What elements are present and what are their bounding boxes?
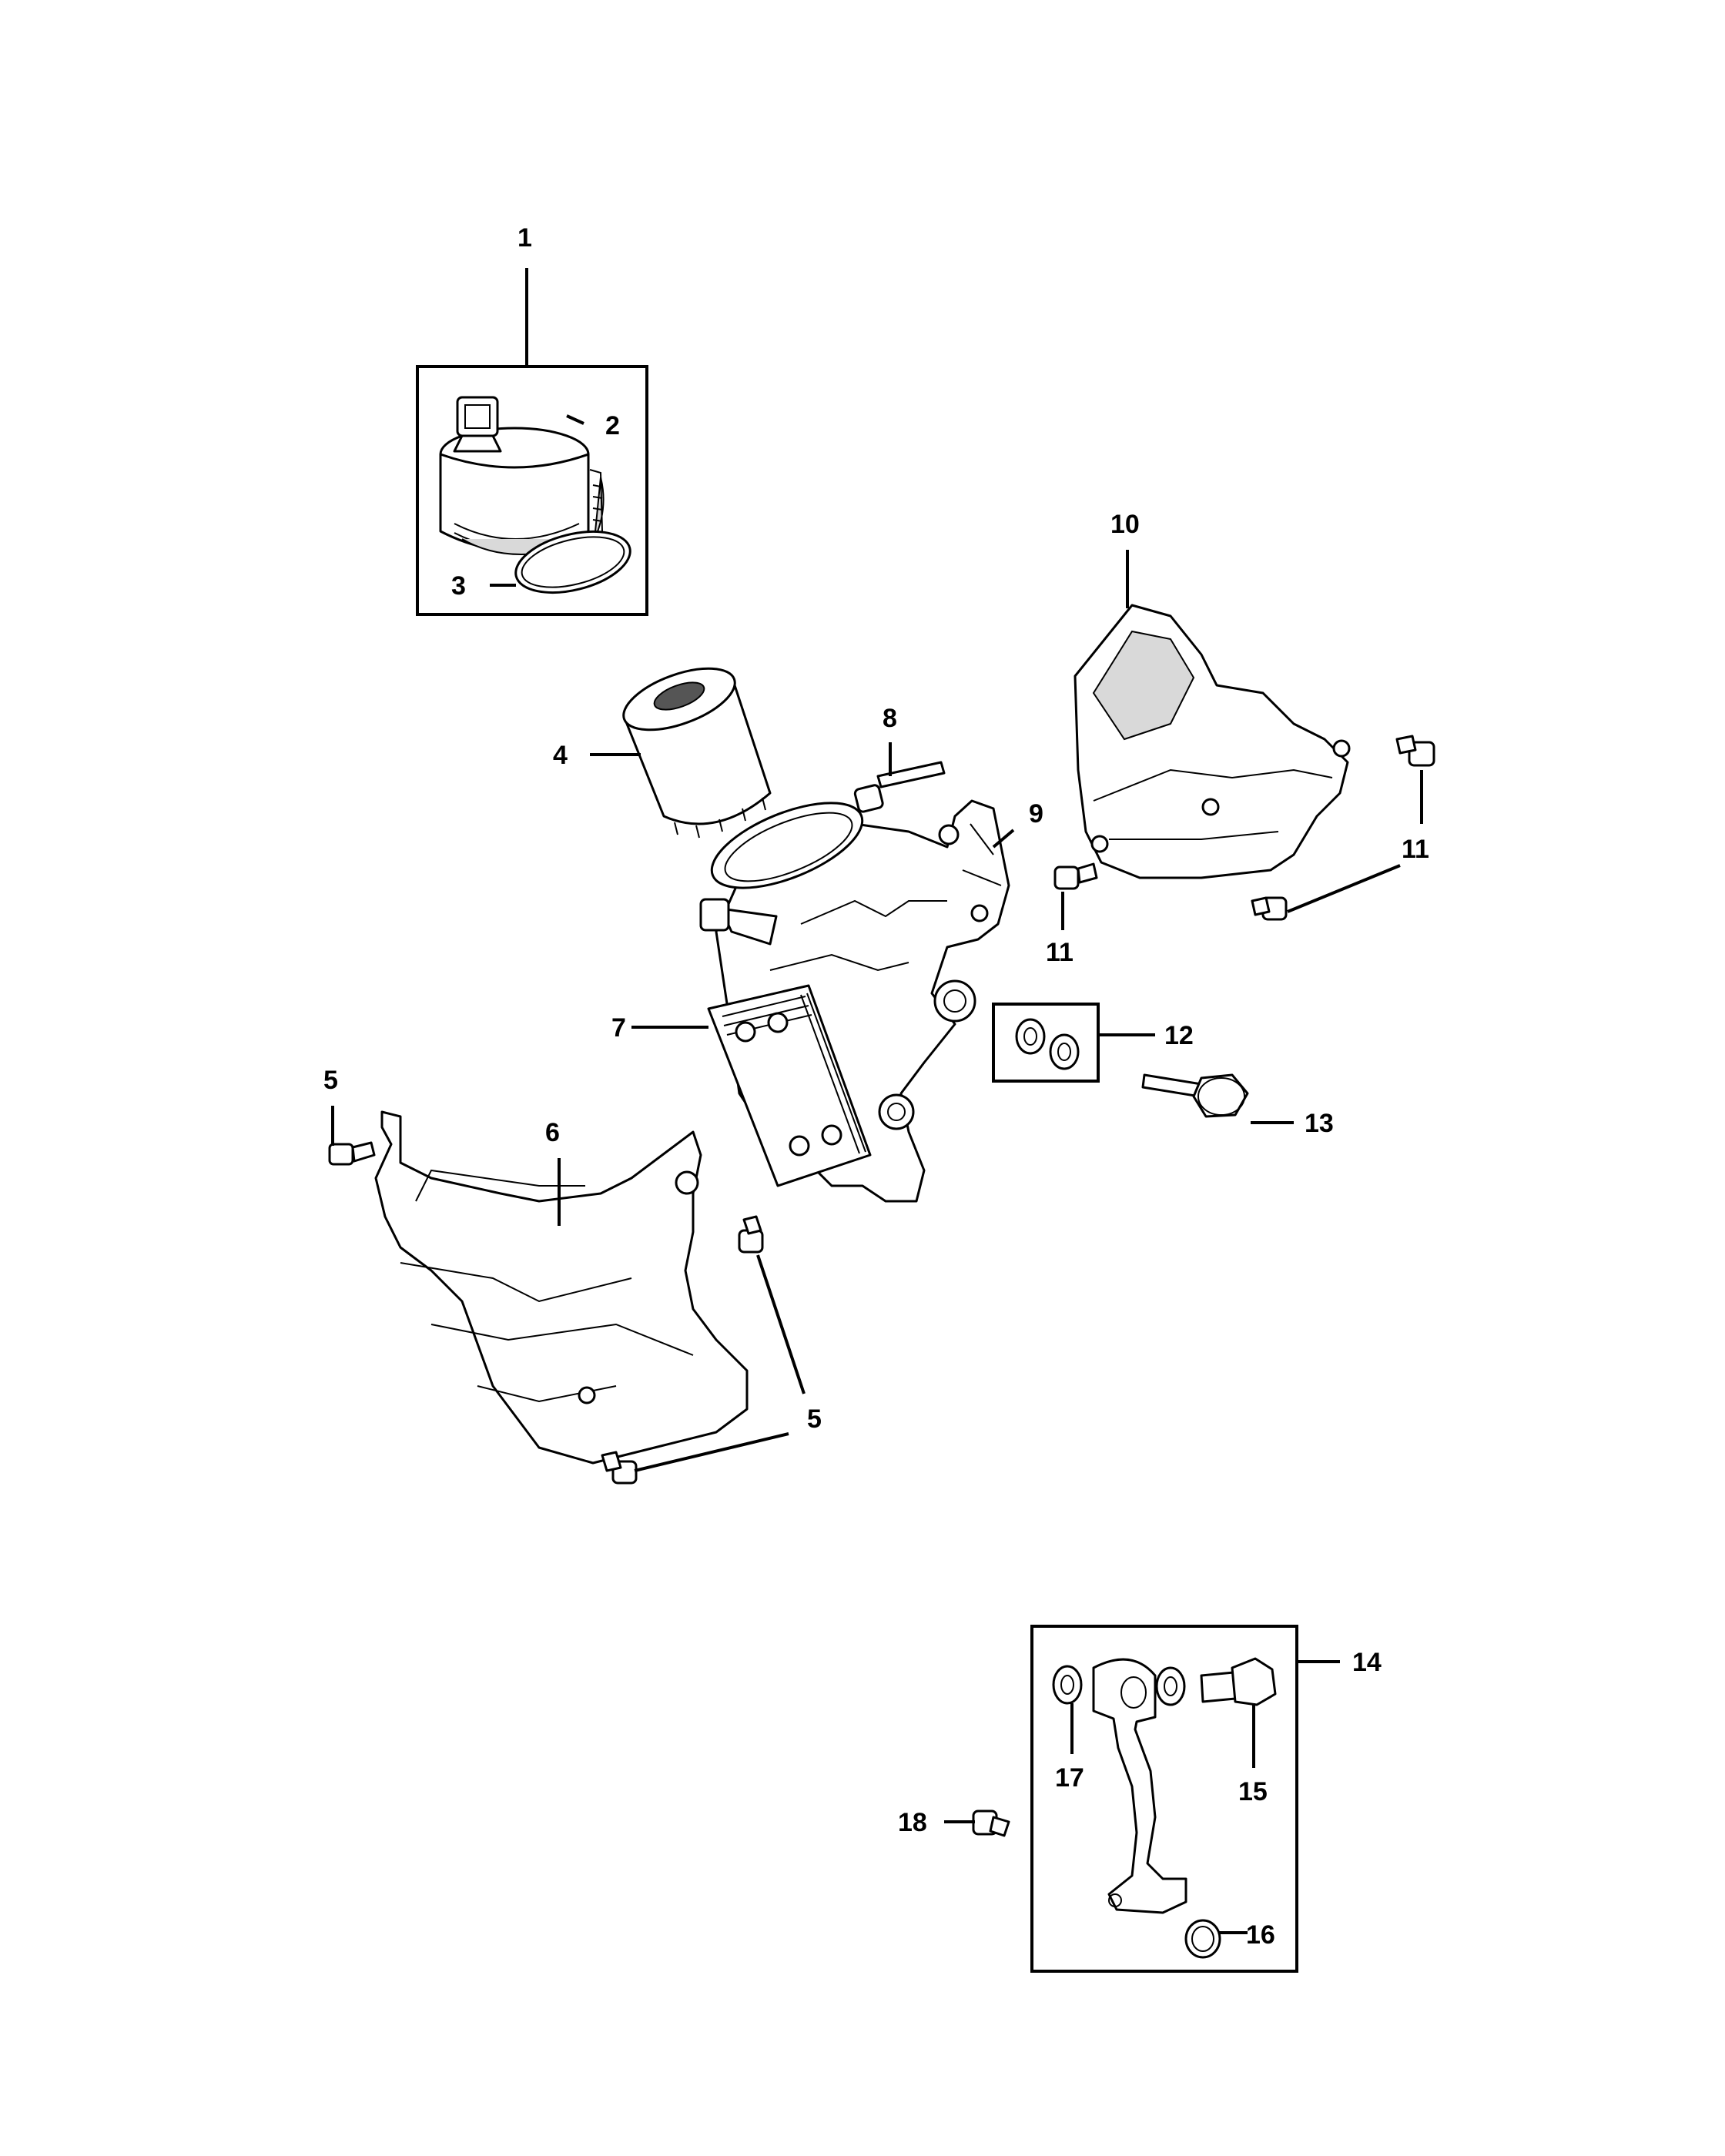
callout-16: 16 — [1246, 1920, 1275, 1950]
upper-heat-shield — [1074, 604, 1351, 879]
long-bolt — [853, 761, 946, 813]
callout-14: 14 — [1352, 1648, 1382, 1677]
banjo-bolt-13 — [1141, 1073, 1249, 1118]
callout-3: 3 — [451, 571, 466, 601]
callout-12: 12 — [1164, 1021, 1194, 1050]
callout-labels: 1 2 3 4 5 5 6 7 8 9 10 11 11 12 13 14 15… — [323, 223, 1429, 1950]
oil-cooler — [707, 984, 872, 1187]
bolt-5-middle — [738, 1215, 764, 1254]
banjo-bolt-15 — [1200, 1657, 1277, 1706]
return-tube — [1092, 1658, 1187, 1914]
callout-15: 15 — [1238, 1777, 1268, 1806]
bolt-5-upper-left — [328, 1141, 376, 1166]
bolt-11-lower — [1251, 896, 1288, 921]
callout-2: 2 — [605, 411, 620, 440]
callout-10: 10 — [1110, 510, 1140, 539]
leader-lines — [331, 268, 1423, 1934]
tube-kit-box — [1030, 1625, 1298, 1973]
callout-18: 18 — [898, 1808, 927, 1837]
callout-9: 9 — [1029, 799, 1043, 829]
cap-assembly-box — [416, 365, 648, 616]
callout-8: 8 — [883, 704, 897, 733]
callout-11-right: 11 — [1402, 835, 1429, 864]
bolt-18 — [972, 1810, 1010, 1837]
callout-13: 13 — [1305, 1109, 1334, 1138]
bolt-5-lower — [601, 1451, 638, 1485]
callout-5-lower: 5 — [807, 1404, 822, 1434]
lower-heat-shield — [374, 1110, 749, 1465]
washer-right — [1155, 1666, 1186, 1706]
oil-filter-cap — [439, 396, 605, 555]
washer-17 — [1052, 1665, 1083, 1705]
oil-filter-element — [622, 667, 772, 839]
o-ring-16 — [1184, 1919, 1221, 1959]
callout-6: 6 — [545, 1118, 560, 1147]
cap-o-ring — [514, 531, 631, 594]
callout-5-upper: 5 — [323, 1066, 338, 1095]
bolt-11-right — [1395, 735, 1435, 767]
callout-17: 17 — [1055, 1763, 1084, 1793]
callout-11-middle: 11 — [1046, 938, 1074, 967]
seal-kit-box — [992, 1003, 1100, 1083]
bolt-11-middle — [1053, 862, 1098, 890]
callout-1: 1 — [518, 223, 532, 253]
callout-7: 7 — [611, 1013, 626, 1043]
callout-4: 4 — [553, 741, 568, 770]
